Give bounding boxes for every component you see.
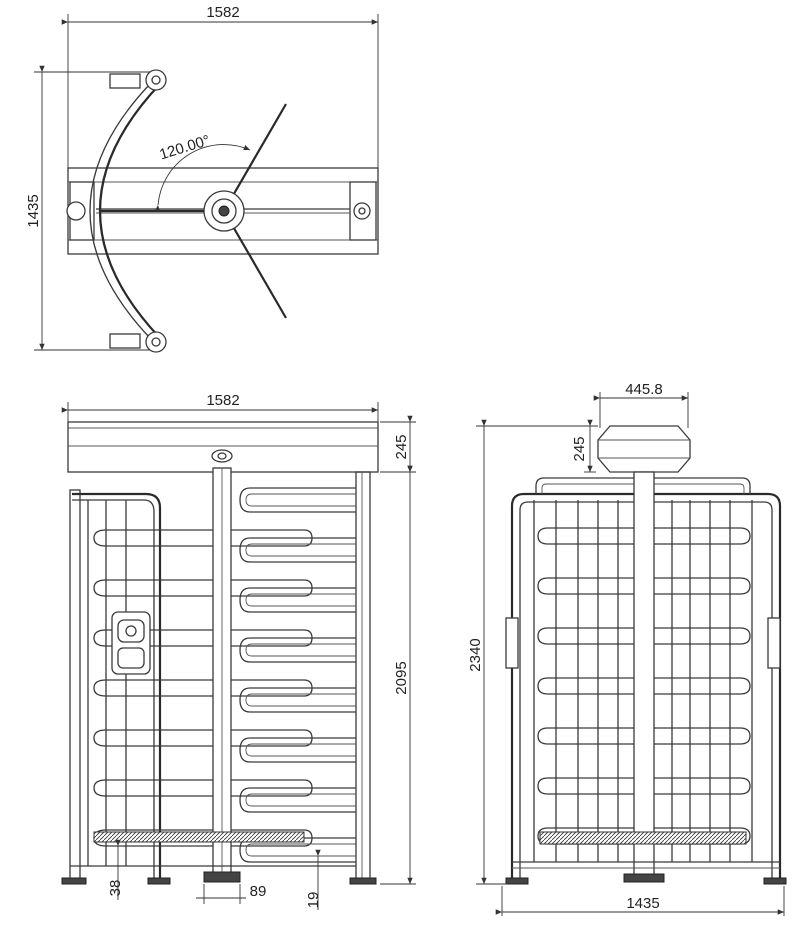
front-header-height-label: 245 [393, 434, 410, 459]
side-foot-left [505, 877, 529, 885]
card-reader [111, 611, 151, 675]
side-cage-loop [537, 527, 751, 545]
left-cage-loop [93, 679, 313, 697]
rotor-arm-loop [239, 737, 356, 763]
side-left-handle [505, 617, 519, 669]
side-cage-loop [537, 577, 751, 595]
rotor-arm-loop-inner [245, 693, 356, 707]
rotor-arm-loop-inner [245, 493, 356, 507]
rotor-arm-loop-inner [245, 643, 356, 657]
rotor-arm-loop-inner [245, 543, 356, 557]
foot-height-label: 19 [305, 892, 322, 909]
rotor-arm-loop [239, 537, 356, 563]
shaft-base-width-label: 89 [250, 883, 267, 900]
side-top-box [597, 425, 691, 473]
rotor-arm-loop-inner [245, 793, 356, 807]
side-cage-loop [537, 627, 751, 645]
left-cage-loop [93, 529, 313, 547]
top-depth-label: 1435 [25, 194, 42, 227]
side-view: 445.8 245 2340 [467, 381, 787, 916]
rotation-angle-label: 120.00° [157, 132, 212, 163]
rotor-arm-loop [239, 587, 356, 613]
top-bearing [211, 449, 233, 463]
side-cage-loop [537, 677, 751, 695]
top-box-height-label: 245 [571, 436, 588, 461]
left-cage-loop [93, 629, 313, 647]
side-right-handle [767, 617, 781, 669]
side-central-shaft [633, 471, 655, 879]
rotor-arm-loop-inner [245, 743, 356, 757]
rotor-arm-loop [239, 687, 356, 713]
left-cage-loop [93, 729, 313, 747]
foot-right [349, 877, 377, 885]
rotor-arm-loop [239, 787, 356, 813]
front-width-label: 1582 [206, 392, 239, 409]
side-base-width-label: 1435 [626, 895, 659, 912]
foot-left [61, 877, 87, 885]
top-width-dimension: 1582 [61, 4, 379, 180]
guard-bottom-mount [109, 333, 141, 349]
top-box-width-label: 445.8 [625, 381, 663, 398]
total-height-label: 2340 [467, 638, 484, 671]
left-cage-loop [93, 579, 313, 597]
left-cage-loop [93, 779, 313, 797]
rotor-arm-loop-inner [245, 843, 356, 857]
front-view: 1582 245 2095 [61, 392, 416, 910]
guard-top-mount [109, 73, 141, 89]
guard-middle-post [66, 201, 86, 221]
front-guard-rail [72, 492, 162, 880]
side-shaft-base [623, 873, 665, 883]
shaft-base [203, 871, 241, 883]
side-bottom-grille [539, 831, 747, 845]
front-header [67, 421, 379, 473]
rotor-arm-loop [239, 487, 356, 513]
top-width-label: 1582 [206, 4, 239, 21]
side-foot-right [763, 877, 787, 885]
top-view: 1582 1435 [25, 4, 379, 353]
front-right-post [355, 471, 371, 881]
left-bottom-grille [93, 831, 305, 843]
rotor-arm-loop [239, 637, 356, 663]
rotor-arm-loop-inner [245, 593, 356, 607]
rotor-arm-loops [239, 487, 356, 863]
side-cage-loop [537, 727, 751, 745]
right-post [353, 202, 371, 220]
rail-clearance-label: 38 [107, 880, 124, 897]
front-left-post [69, 489, 81, 881]
foot-mid [147, 877, 171, 885]
front-body-height-label: 2095 [393, 661, 410, 694]
side-cage-loops [537, 527, 751, 845]
left-cage-bars [87, 500, 127, 866]
side-cage-bars [533, 500, 753, 862]
top-depth-dimension: 1435 [25, 65, 150, 351]
side-cage-loop [537, 777, 751, 795]
